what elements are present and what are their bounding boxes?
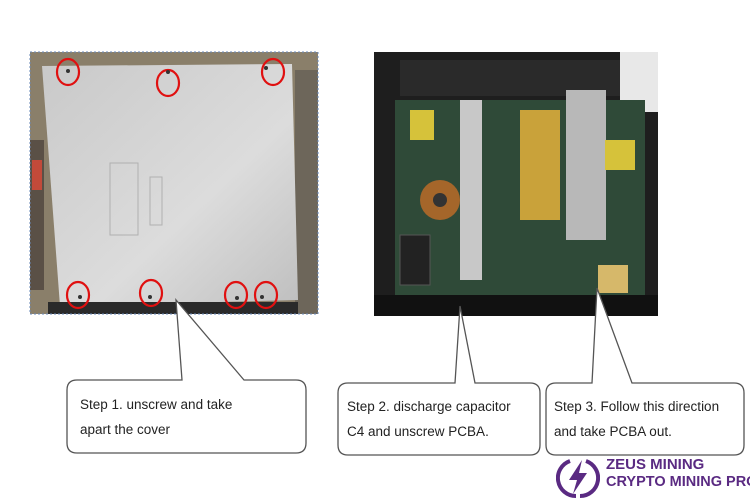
step-2-line-1: Step 2. discharge capacitor — [347, 399, 511, 414]
step-2-line-2: C4 and unscrew PCBA. — [347, 424, 489, 439]
step-1-line-1: Step 1. unscrew and take — [80, 397, 233, 412]
screw-markers — [55, 57, 286, 310]
lightning-bolt-icon — [556, 459, 600, 499]
zeus-mining-logo: ZEUS MINING CRYPTO MINING PRO — [556, 456, 750, 500]
callouts — [66, 287, 745, 456]
logo-title: ZEUS MINING — [606, 456, 705, 473]
step-1-line-2: apart the cover — [80, 422, 171, 437]
photo-pcba — [374, 52, 658, 316]
logo-subtitle: CRYPTO MINING PRO — [606, 474, 750, 490]
step-3-line-1: Step 3. Follow this direction — [554, 399, 720, 414]
step-3-line-2: and take PCBA out. — [554, 424, 672, 439]
photo-cover — [29, 51, 319, 315]
step-1-caption: Step 1. unscrew and take apart the cover — [80, 392, 232, 442]
step-3-caption: Step 3. Follow this direction and take P… — [554, 394, 719, 444]
step-2-caption: Step 2. discharge capacitor C4 and unscr… — [347, 394, 511, 444]
